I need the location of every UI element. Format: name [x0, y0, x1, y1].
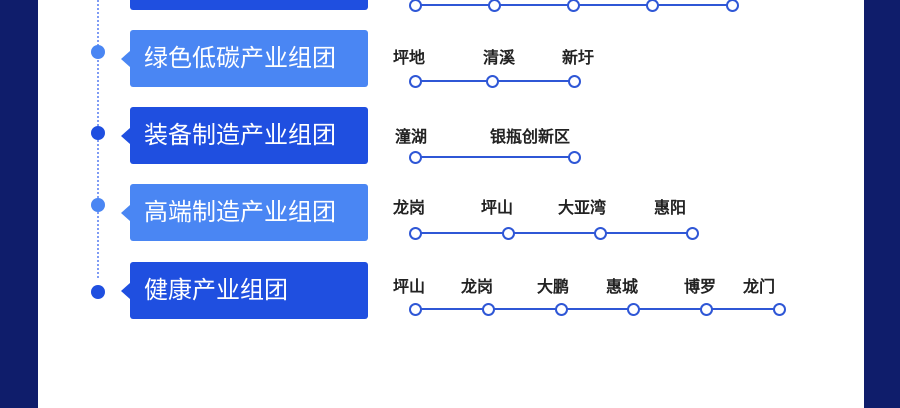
route-node	[409, 0, 422, 12]
group-tag-top[interactable]	[130, 0, 368, 10]
route-node	[502, 227, 515, 240]
timeline-marker-health	[91, 285, 105, 299]
route-node	[594, 227, 607, 240]
place-label: 新圩	[562, 48, 595, 67]
route-node	[409, 151, 422, 164]
group-tag-equipment[interactable]: 装备制造产业组团	[130, 107, 368, 164]
place-label: 清溪	[483, 48, 516, 67]
route-line-equipment	[414, 156, 574, 158]
group-tag-highend[interactable]: 高端制造产业组团	[130, 184, 368, 241]
place-label: 坪山	[393, 277, 426, 296]
place-label: 大鹏	[537, 277, 570, 296]
place-label: 潼湖	[395, 127, 428, 146]
route-node	[555, 303, 568, 316]
place-label: 坪地	[393, 48, 426, 67]
group-tag-green-lowcarbon[interactable]: 绿色低碳产业组团	[130, 30, 368, 87]
route-node	[409, 75, 422, 88]
route-node	[486, 75, 499, 88]
route-node	[482, 303, 495, 316]
route-node	[567, 0, 580, 12]
place-label: 惠阳	[654, 198, 687, 217]
route-node	[726, 0, 739, 12]
place-label: 博罗	[684, 277, 717, 296]
route-node	[568, 75, 581, 88]
place-label: 惠城	[606, 277, 639, 296]
place-label: 银瓶创新区	[490, 127, 571, 146]
place-label: 大亚湾	[558, 198, 607, 217]
route-node	[627, 303, 640, 316]
route-node	[686, 227, 699, 240]
place-label: 龙岗	[393, 198, 426, 217]
timeline-marker-highend	[91, 198, 105, 212]
place-label: 龙岗	[461, 277, 494, 296]
route-node	[773, 303, 786, 316]
place-label: 龙门	[743, 277, 776, 296]
timeline-marker-equipment	[91, 126, 105, 140]
route-node	[568, 151, 581, 164]
place-label: 坪山	[481, 198, 514, 217]
route-node	[409, 303, 422, 316]
route-line-highend	[414, 232, 692, 234]
route-line-health	[414, 308, 779, 310]
route-node	[409, 227, 422, 240]
route-node	[646, 0, 659, 12]
timeline-marker-green	[91, 45, 105, 59]
route-node	[488, 0, 501, 12]
group-tag-health[interactable]: 健康产业组团	[130, 262, 368, 319]
route-node	[700, 303, 713, 316]
